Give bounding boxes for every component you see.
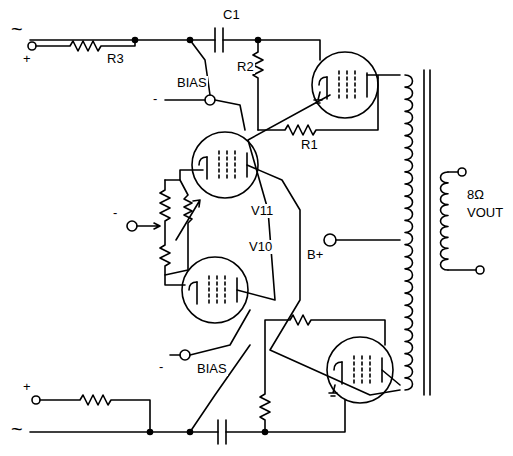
- schematic-label: +: [22, 380, 32, 394]
- schematic-label: R1: [300, 138, 319, 152]
- bias-wire: [170, 310, 250, 355]
- plate-wire: [382, 370, 400, 385]
- bias-terminal: [205, 95, 215, 105]
- plate-wire: [367, 75, 400, 78]
- schematic-label: C1: [222, 8, 241, 22]
- schematic-label: ~: [10, 18, 24, 40]
- schematic-label: V11: [250, 204, 274, 218]
- potentiometer-symbol: [165, 180, 192, 285]
- wiper-arrow: [176, 200, 200, 240]
- resistor-symbol: [253, 40, 263, 130]
- grid-wire: [190, 345, 250, 432]
- schematic-label: R3: [106, 52, 125, 66]
- schematic-label: -: [112, 206, 118, 220]
- plate-wire: [247, 165, 400, 395]
- terminal: [32, 396, 40, 404]
- transformer-core: [424, 70, 430, 395]
- coil-winding: [405, 75, 413, 390]
- terminal: [324, 234, 336, 246]
- schematic-label: -: [152, 92, 158, 106]
- bplus-wire: [336, 239, 400, 241]
- terminal: [458, 168, 466, 176]
- schematic-label: BIAS: [196, 362, 228, 376]
- wiper-arrow: [137, 223, 160, 229]
- schematic-label: B+: [306, 248, 324, 262]
- coil-winding: [405, 75, 448, 390]
- resistor-symbol: [36, 40, 135, 51]
- capacitor-symbol: [218, 420, 226, 444]
- resistor-symbol: [40, 395, 150, 432]
- plate-wire: [237, 95, 330, 300]
- schematic-label: ~: [10, 418, 24, 440]
- grid-wire: [226, 400, 345, 432]
- schematic-label: -: [158, 360, 164, 374]
- schematic-label: V10: [248, 240, 273, 254]
- capacitor-symbol: [215, 28, 223, 52]
- terminal: [28, 42, 36, 50]
- bias-wire: [165, 99, 205, 101]
- grid-wire: [215, 100, 245, 130]
- output-wire: [448, 172, 476, 270]
- ground-symbol: [329, 385, 337, 396]
- schematic-label: +: [22, 52, 32, 66]
- resistor-symbol: [260, 315, 385, 432]
- resistor-symbol: [258, 78, 378, 135]
- terminal: [127, 221, 137, 231]
- coil-winding: [441, 172, 449, 270]
- tube-symbol: [312, 52, 378, 118]
- schematic-label: BIAS: [176, 76, 208, 90]
- resistor-symbol: [160, 180, 170, 275]
- terminal: [476, 266, 484, 274]
- bias-terminal: [180, 350, 190, 360]
- schematic-label: VOUT: [466, 206, 504, 220]
- grid-wire: [223, 40, 320, 60]
- schematic-label: 8Ω: [466, 188, 485, 202]
- cathode-wire: [180, 170, 203, 180]
- schematic-label: R2: [236, 60, 255, 74]
